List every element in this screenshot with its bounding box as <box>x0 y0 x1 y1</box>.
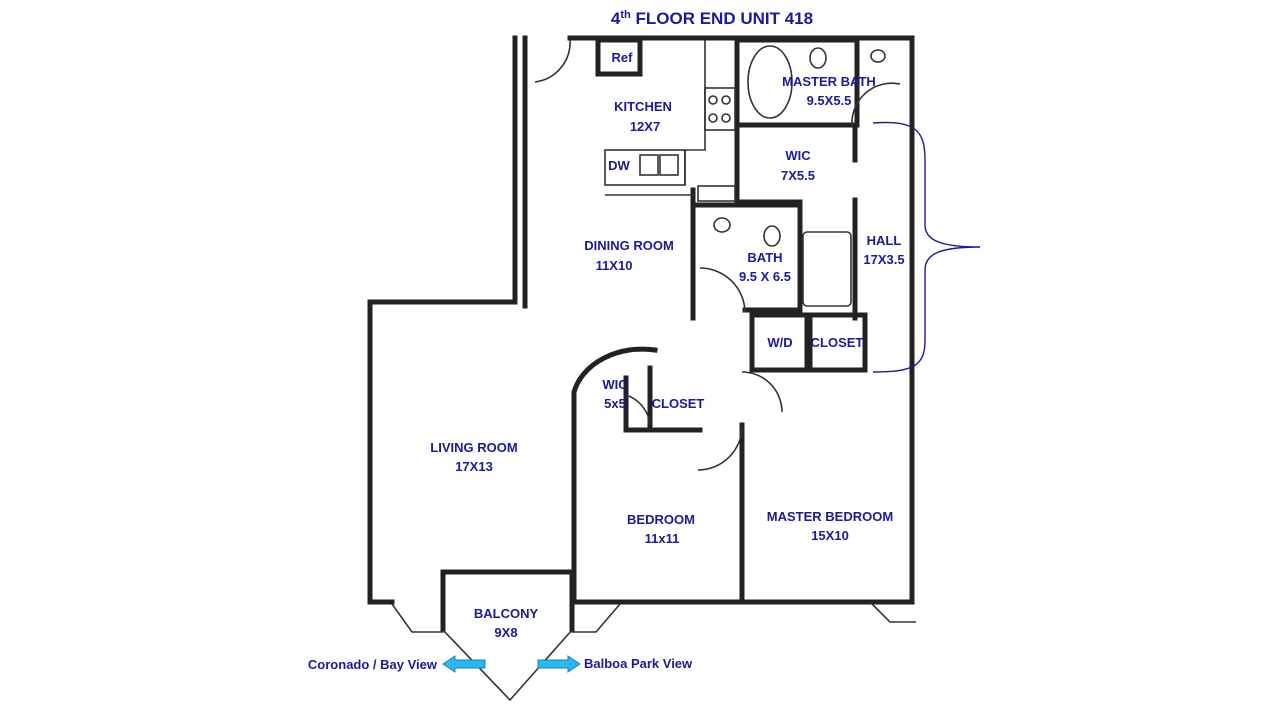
wic-small-size: 5x5 <box>604 396 626 411</box>
bedroom-size: 11x11 <box>645 531 680 546</box>
ref-label: Ref <box>612 50 634 65</box>
living-label: LIVING ROOM <box>430 440 517 455</box>
wic-label: WIC <box>785 148 811 163</box>
living-size: 17X13 <box>455 459 493 474</box>
burner-icon <box>721 95 731 105</box>
bathtub-icon <box>747 45 793 119</box>
hall-bracket <box>872 121 981 373</box>
kitchen-size: 12X7 <box>630 119 660 134</box>
master-bath-size: 9.5X5.5 <box>807 93 852 108</box>
arrow-right-icon <box>537 655 581 673</box>
plan-title: 4th FLOOR END UNIT 418 <box>611 9 813 28</box>
balcony-label: BALCONY <box>474 606 539 621</box>
wic-size: 7X5.5 <box>781 168 815 183</box>
arrow-left-icon <box>442 655 486 673</box>
master-bedroom-size: 15X10 <box>811 528 849 543</box>
view-right-label: Balboa Park View <box>584 656 693 671</box>
bath-size: 9.5 X 6.5 <box>739 269 791 284</box>
dw-label: DW <box>608 158 630 173</box>
burner-icon <box>721 113 731 123</box>
room-labels: Ref KITCHEN 12X7 DW MASTER BATH 9.5X5.5 … <box>430 50 904 640</box>
balcony-size: 9X8 <box>494 625 517 640</box>
wic-small-label: WIC <box>602 377 628 392</box>
doors <box>534 39 901 471</box>
bedroom-label: BEDROOM <box>627 512 695 527</box>
burner-icon <box>708 95 718 105</box>
master-bedroom-label: MASTER BEDROOM <box>767 509 893 524</box>
burner-icon <box>708 113 718 123</box>
bath-label: BATH <box>747 250 782 265</box>
fixtures <box>639 45 886 247</box>
walls <box>367 35 916 702</box>
closet-label: CLOSET <box>811 335 864 350</box>
sink-icon <box>870 49 886 63</box>
toilet-icon <box>809 47 827 69</box>
sink-icon <box>659 154 679 176</box>
dining-size: 11X10 <box>596 258 633 273</box>
view-left-label: Coronado / Bay View <box>308 657 438 672</box>
wd-label: W/D <box>767 335 792 350</box>
master-bath-label: MASTER BATH <box>782 74 876 89</box>
toilet-icon <box>763 225 781 247</box>
sink-icon <box>713 217 731 233</box>
hall-label: HALL <box>867 233 902 248</box>
hall-size: 17X3.5 <box>863 252 904 267</box>
kitchen-label: KITCHEN <box>614 99 672 114</box>
dining-label: DINING ROOM <box>584 238 674 253</box>
sink-icon <box>639 154 659 176</box>
closet-bedroom-label: CLOSET <box>652 396 705 411</box>
views: Coronado / Bay View Balboa Park View <box>308 655 693 673</box>
